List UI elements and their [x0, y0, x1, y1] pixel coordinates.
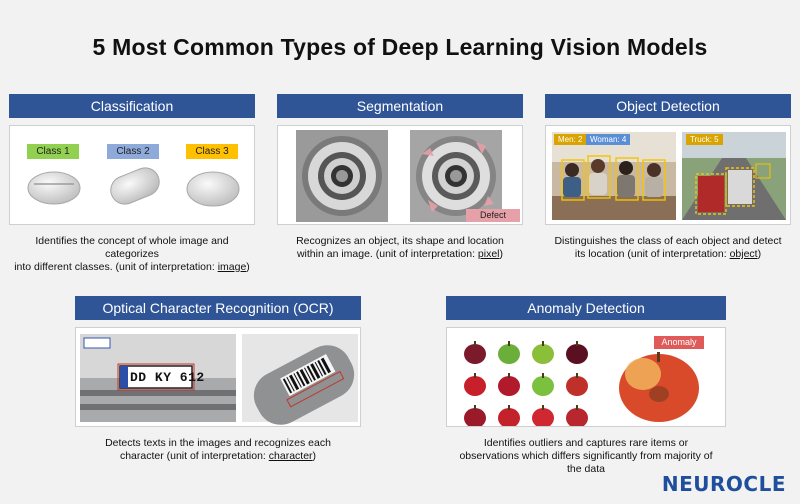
apple-thumbnail — [532, 373, 554, 396]
page-title: 5 Most Common Types of Deep Learning Vis… — [92, 34, 708, 60]
classification-description: Identifies the concept of whole image an… — [14, 235, 250, 273]
apple-thumbnail — [566, 373, 588, 396]
ocr-header: Optical Character Recognition (OCR) — [75, 296, 361, 320]
truck-box-label: Truck: 5 — [686, 134, 723, 145]
class1-label: Class 1 — [27, 144, 79, 159]
bearing-illustration — [296, 130, 502, 222]
woman-box-label: Woman: 4 — [586, 134, 631, 145]
apple-thumbnail — [532, 341, 554, 364]
segmentation-card: Segmentation Defect Recognizes an object… — [277, 94, 523, 274]
apple-thumbnail — [532, 405, 554, 426]
ocr-illustration — [80, 334, 358, 425]
object-detection-header: Object Detection — [545, 94, 791, 118]
defect-label: Defect — [466, 209, 520, 222]
object-detection-image: Men: 2 Woman: 4 Truck: 5 — [545, 125, 791, 225]
class3-label: Class 3 — [186, 144, 238, 159]
round-tablet-icon — [186, 171, 240, 207]
apple-grid — [464, 341, 699, 426]
capsule-pill-icon — [110, 167, 160, 205]
apple-thumbnail — [498, 373, 520, 396]
ocr-description: Detects texts in the images and recogniz… — [105, 437, 331, 462]
apple-thumbnail — [464, 373, 486, 396]
apple-thumbnail — [498, 405, 520, 426]
men-box-label: Men: 2 — [554, 134, 587, 145]
apple-thumbnail — [464, 405, 486, 426]
object-detection-description: Distinguishes the class of each object a… — [554, 235, 782, 260]
classification-card: Classification Class 1 Class 2 Class 3 I… — [9, 94, 255, 274]
segmentation-description: Recognizes an object, its shape and loca… — [296, 235, 504, 260]
license-plate-text: DD KY 612 — [130, 370, 205, 385]
ocr-card: Optical Character Recognition (OCR) — [75, 296, 361, 466]
anomaly-image: Anomaly — [446, 327, 726, 427]
class2-label: Class 2 — [107, 144, 159, 159]
apple-thumbnail — [566, 341, 588, 364]
ocr-image: DD KY 612 — [75, 327, 361, 427]
apple-thumbnail — [498, 341, 520, 364]
segmentation-image: Defect — [277, 125, 523, 225]
anomaly-header: Anomaly Detection — [446, 296, 726, 320]
apple-thumbnail — [566, 405, 588, 426]
anomaly-description: Identifies outliers and captures rare it… — [459, 437, 713, 475]
neurocle-logo: NEUROCLE — [661, 472, 786, 496]
object-detection-card: Object Detection Men: 2 Woman: 4 Truck: … — [545, 94, 791, 274]
classification-image: Class 1 Class 2 Class 3 — [9, 125, 255, 225]
anomaly-card: Anomaly Detection Anomaly Identifies out… — [446, 296, 726, 476]
pills-illustration — [27, 167, 240, 207]
round-scored-pill-icon — [27, 171, 81, 205]
segmentation-header: Segmentation — [277, 94, 523, 118]
apple-thumbnail — [464, 341, 486, 364]
anomaly-label: Anomaly — [654, 336, 704, 349]
classification-header: Classification — [9, 94, 255, 118]
